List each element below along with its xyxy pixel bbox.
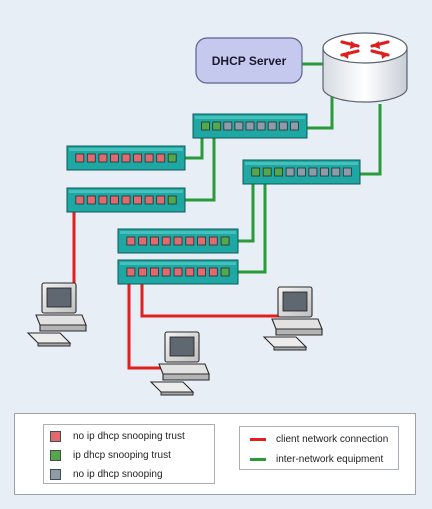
client-link-icon — [250, 437, 266, 441]
switch-port[interactable] — [161, 236, 171, 246]
client-pc-1[interactable] — [26, 282, 87, 347]
switch-port[interactable] — [308, 167, 318, 177]
switch-port[interactable] — [297, 167, 306, 177]
switch-port[interactable] — [331, 167, 341, 177]
switch-port[interactable] — [98, 195, 108, 205]
switch-port[interactable] — [149, 267, 159, 277]
link-client-3 — [140, 274, 284, 318]
legend: no ip dhcp snooping trust ip dhcp snoopi… — [14, 413, 416, 495]
switch-port[interactable] — [319, 167, 329, 177]
legend-client-link-label: client network connection — [276, 433, 389, 445]
dhcp-server-label: DHCP Server — [212, 54, 287, 68]
switch-port[interactable] — [98, 153, 108, 163]
network-link-icon — [250, 457, 266, 461]
switch-port[interactable] — [274, 167, 284, 177]
legend-port-types: no ip dhcp snooping trust ip dhcp snoopi… — [43, 424, 215, 484]
legend-item-no-snooping: no ip dhcp snooping — [44, 465, 163, 483]
switch-port[interactable] — [126, 267, 136, 277]
switch-port[interactable] — [167, 153, 177, 163]
switch-port[interactable] — [185, 236, 195, 246]
switch-port[interactable] — [267, 121, 277, 131]
legend-no-snooping-label: no ip dhcp snooping — [73, 468, 163, 480]
no-snooping-port-icon — [50, 468, 61, 480]
switch-port[interactable] — [208, 267, 218, 277]
switch-right[interactable] — [242, 159, 361, 185]
link-router-switch-right — [356, 104, 382, 176]
switch-top[interactable] — [192, 113, 308, 139]
client-pc-2[interactable] — [149, 331, 210, 396]
switch-port[interactable] — [156, 153, 166, 163]
switch-port[interactable] — [256, 121, 266, 131]
switch-port[interactable] — [138, 236, 148, 246]
switch-port[interactable] — [86, 195, 96, 205]
switch-port[interactable] — [110, 195, 119, 205]
switch-port[interactable] — [285, 167, 295, 177]
legend-trusted-label: ip dhcp snooping trust — [73, 449, 171, 461]
switch-port[interactable] — [133, 153, 143, 163]
switch-port[interactable] — [185, 267, 195, 277]
switch-port[interactable] — [289, 121, 299, 131]
client-computers — [26, 282, 323, 396]
switch-d[interactable] — [117, 259, 239, 285]
switch-port[interactable] — [173, 267, 183, 277]
legend-item-trusted: ip dhcp snooping trust — [44, 446, 171, 464]
switch-port[interactable] — [201, 121, 211, 131]
dhcp-server[interactable]: DHCP Server — [195, 37, 303, 84]
switch-port[interactable] — [110, 153, 119, 163]
switch-port[interactable] — [156, 195, 166, 205]
switch-port[interactable] — [251, 167, 261, 177]
switch-port[interactable] — [126, 236, 136, 246]
link-top-to-switch-b — [180, 128, 216, 202]
untrusted-port-icon — [50, 430, 61, 442]
switch-port[interactable] — [75, 195, 85, 205]
switch-port[interactable] — [245, 121, 255, 131]
switch-port[interactable] — [144, 153, 154, 163]
switch-port[interactable] — [220, 236, 230, 246]
switch-port[interactable] — [173, 236, 183, 246]
switch-port[interactable] — [133, 195, 143, 205]
switch-port[interactable] — [75, 153, 85, 163]
legend-item-network-link: inter-network equipment — [240, 450, 383, 468]
switch-port[interactable] — [212, 121, 222, 131]
switch-port[interactable] — [121, 195, 131, 205]
switch-a[interactable] — [66, 145, 186, 171]
switch-port[interactable] — [167, 195, 177, 205]
legend-untrusted-label: no ip dhcp snooping trust — [73, 430, 185, 442]
switch-port[interactable] — [262, 167, 272, 177]
switch-port[interactable] — [220, 267, 230, 277]
switch-port[interactable] — [121, 153, 131, 163]
switch-port[interactable] — [86, 153, 96, 163]
switch-port[interactable] — [144, 195, 154, 205]
switch-port[interactable] — [208, 236, 218, 246]
switch-port[interactable] — [223, 121, 233, 131]
network-links — [72, 62, 382, 370]
switch-port[interactable] — [278, 121, 288, 131]
link-right-to-switch-c — [232, 174, 255, 243]
switch-port[interactable] — [342, 167, 352, 177]
legend-network-link-label: inter-network equipment — [276, 453, 384, 465]
switch-c[interactable] — [117, 228, 239, 254]
switch-port[interactable] — [197, 236, 207, 246]
link-router-switch-top — [306, 94, 334, 130]
switch-port[interactable] — [197, 267, 207, 277]
switch-b[interactable] — [66, 187, 186, 213]
trusted-port-icon — [50, 449, 61, 461]
switch-port[interactable] — [234, 121, 244, 131]
link-right-to-switch-d — [232, 174, 267, 274]
legend-link-types: client network connection inter-network … — [239, 426, 399, 470]
router-icon[interactable] — [322, 32, 408, 103]
legend-item-untrusted: no ip dhcp snooping trust — [44, 427, 185, 445]
link-client-2 — [127, 274, 174, 370]
switch-port[interactable] — [161, 267, 171, 277]
switch-port[interactable] — [138, 267, 148, 277]
legend-item-client-link: client network connection — [240, 430, 388, 448]
client-pc-3[interactable] — [262, 286, 323, 351]
switch-port[interactable] — [149, 236, 159, 246]
switches — [66, 113, 361, 285]
